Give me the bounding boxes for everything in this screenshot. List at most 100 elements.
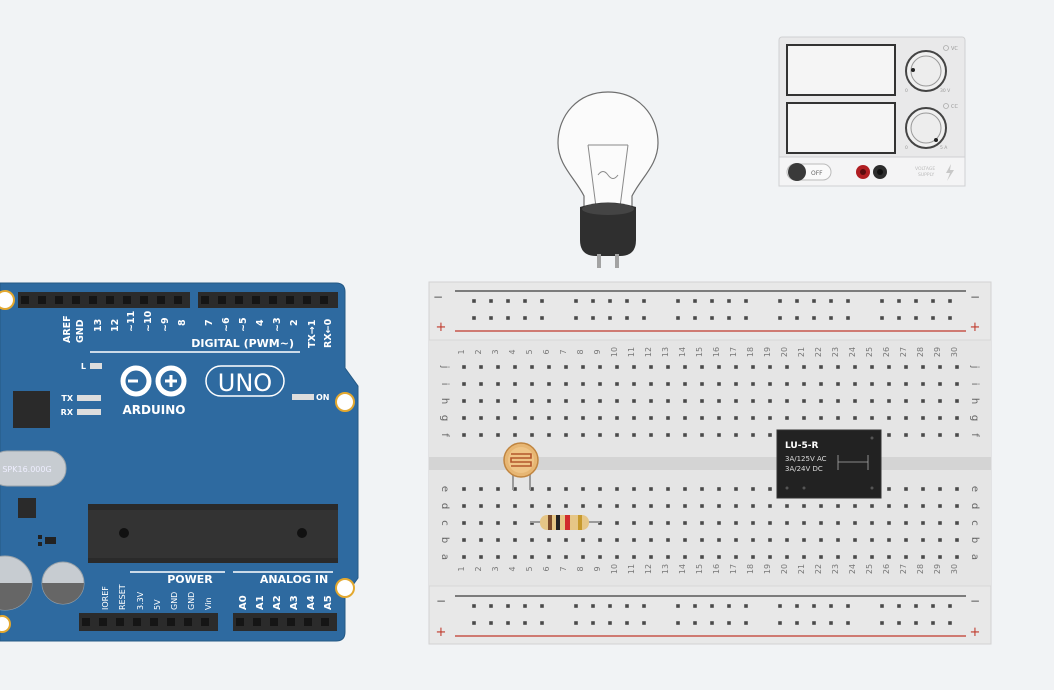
breadboard-hole[interactable] <box>887 555 891 559</box>
breadboard-hole[interactable] <box>591 604 595 608</box>
breadboard-hole[interactable] <box>744 299 748 303</box>
breadboard-hole[interactable] <box>591 299 595 303</box>
breadboard-hole[interactable] <box>700 365 704 369</box>
breadboard-hole[interactable] <box>615 382 619 386</box>
breadboard-hole[interactable] <box>683 487 687 491</box>
breadboard-hole[interactable] <box>887 382 891 386</box>
breadboard-hole[interactable] <box>564 365 568 369</box>
breadboard-hole[interactable] <box>795 604 799 608</box>
breadboard-hole[interactable] <box>751 433 755 437</box>
breadboard-hole[interactable] <box>904 382 908 386</box>
header-socket[interactable] <box>72 296 80 304</box>
breadboard-hole[interactable] <box>479 399 483 403</box>
breadboard-hole[interactable] <box>734 382 738 386</box>
breadboard-hole[interactable] <box>530 399 534 403</box>
breadboard-hole[interactable] <box>581 504 585 508</box>
breadboard-hole[interactable] <box>683 433 687 437</box>
breadboard-hole[interactable] <box>914 299 918 303</box>
breadboard-hole[interactable] <box>540 299 544 303</box>
breadboard-hole[interactable] <box>785 416 789 420</box>
breadboard-hole[interactable] <box>479 365 483 369</box>
breadboard-hole[interactable] <box>642 299 646 303</box>
breadboard-hole[interactable] <box>462 382 466 386</box>
breadboard-hole[interactable] <box>513 382 517 386</box>
breadboard-hole[interactable] <box>948 316 952 320</box>
breadboard-hole[interactable] <box>649 487 653 491</box>
header-socket[interactable] <box>99 618 107 626</box>
breadboard-hole[interactable] <box>778 316 782 320</box>
breadboard-hole[interactable] <box>506 621 510 625</box>
breadboard-hole[interactable] <box>564 399 568 403</box>
header-socket[interactable] <box>286 296 294 304</box>
breadboard-hole[interactable] <box>717 487 721 491</box>
breadboard-hole[interactable] <box>744 316 748 320</box>
breadboard-hole[interactable] <box>496 504 500 508</box>
breadboard-hole[interactable] <box>768 433 772 437</box>
breadboard-hole[interactable] <box>676 299 680 303</box>
breadboard-hole[interactable] <box>853 382 857 386</box>
breadboard-hole[interactable] <box>496 487 500 491</box>
breadboard-hole[interactable] <box>479 416 483 420</box>
breadboard-hole[interactable] <box>574 299 578 303</box>
breadboard-hole[interactable] <box>880 299 884 303</box>
breadboard-hole[interactable] <box>462 416 466 420</box>
breadboard-hole[interactable] <box>693 604 697 608</box>
breadboard-hole[interactable] <box>768 382 772 386</box>
breadboard-hole[interactable] <box>921 504 925 508</box>
breadboard-hole[interactable] <box>751 399 755 403</box>
breadboard-hole[interactable] <box>462 487 466 491</box>
breadboard-hole[interactable] <box>744 621 748 625</box>
header-socket[interactable] <box>89 296 97 304</box>
breadboard-hole[interactable] <box>880 604 884 608</box>
breadboard-hole[interactable] <box>683 382 687 386</box>
breadboard-hole[interactable] <box>513 365 517 369</box>
breadboard-hole[interactable] <box>802 504 806 508</box>
header-socket[interactable] <box>235 296 243 304</box>
breadboard-hole[interactable] <box>768 538 772 542</box>
header-socket[interactable] <box>253 618 261 626</box>
breadboard-hole[interactable] <box>710 621 714 625</box>
breadboard-hole[interactable] <box>462 521 466 525</box>
breadboard-hole[interactable] <box>921 433 925 437</box>
breadboard-hole[interactable] <box>846 316 850 320</box>
breadboard-hole[interactable] <box>540 316 544 320</box>
breadboard-hole[interactable] <box>717 382 721 386</box>
breadboard-hole[interactable] <box>581 555 585 559</box>
breadboard-hole[interactable] <box>683 365 687 369</box>
breadboard-hole[interactable] <box>802 416 806 420</box>
breadboard-hole[interactable] <box>921 382 925 386</box>
breadboard-hole[interactable] <box>887 365 891 369</box>
breadboard-hole[interactable] <box>608 299 612 303</box>
breadboard-hole[interactable] <box>700 416 704 420</box>
header-socket[interactable] <box>184 618 192 626</box>
breadboard-hole[interactable] <box>802 538 806 542</box>
breadboard-hole[interactable] <box>914 604 918 608</box>
breadboard-hole[interactable] <box>938 399 942 403</box>
breadboard-hole[interactable] <box>955 382 959 386</box>
breadboard-hole[interactable] <box>683 416 687 420</box>
breadboard-hole[interactable] <box>710 604 714 608</box>
breadboard-hole[interactable] <box>904 538 908 542</box>
breadboard-hole[interactable] <box>955 555 959 559</box>
breadboard-hole[interactable] <box>506 299 510 303</box>
breadboard-hole[interactable] <box>904 433 908 437</box>
breadboard-hole[interactable] <box>727 621 731 625</box>
breadboard-hole[interactable] <box>598 416 602 420</box>
breadboard-hole[interactable] <box>564 555 568 559</box>
breadboard-hole[interactable] <box>615 521 619 525</box>
breadboard-hole[interactable] <box>666 433 670 437</box>
header-socket[interactable] <box>201 618 209 626</box>
breadboard-hole[interactable] <box>581 382 585 386</box>
breadboard-hole[interactable] <box>479 504 483 508</box>
breadboard-hole[interactable] <box>948 604 952 608</box>
breadboard-hole[interactable] <box>581 487 585 491</box>
breadboard-hole[interactable] <box>472 604 476 608</box>
breadboard-hole[interactable] <box>642 621 646 625</box>
breadboard-hole[interactable] <box>853 504 857 508</box>
breadboard-hole[interactable] <box>812 621 816 625</box>
header-socket[interactable] <box>106 296 114 304</box>
breadboard-hole[interactable] <box>693 299 697 303</box>
breadboard-hole[interactable] <box>700 555 704 559</box>
breadboard-hole[interactable] <box>632 399 636 403</box>
breadboard-hole[interactable] <box>472 299 476 303</box>
